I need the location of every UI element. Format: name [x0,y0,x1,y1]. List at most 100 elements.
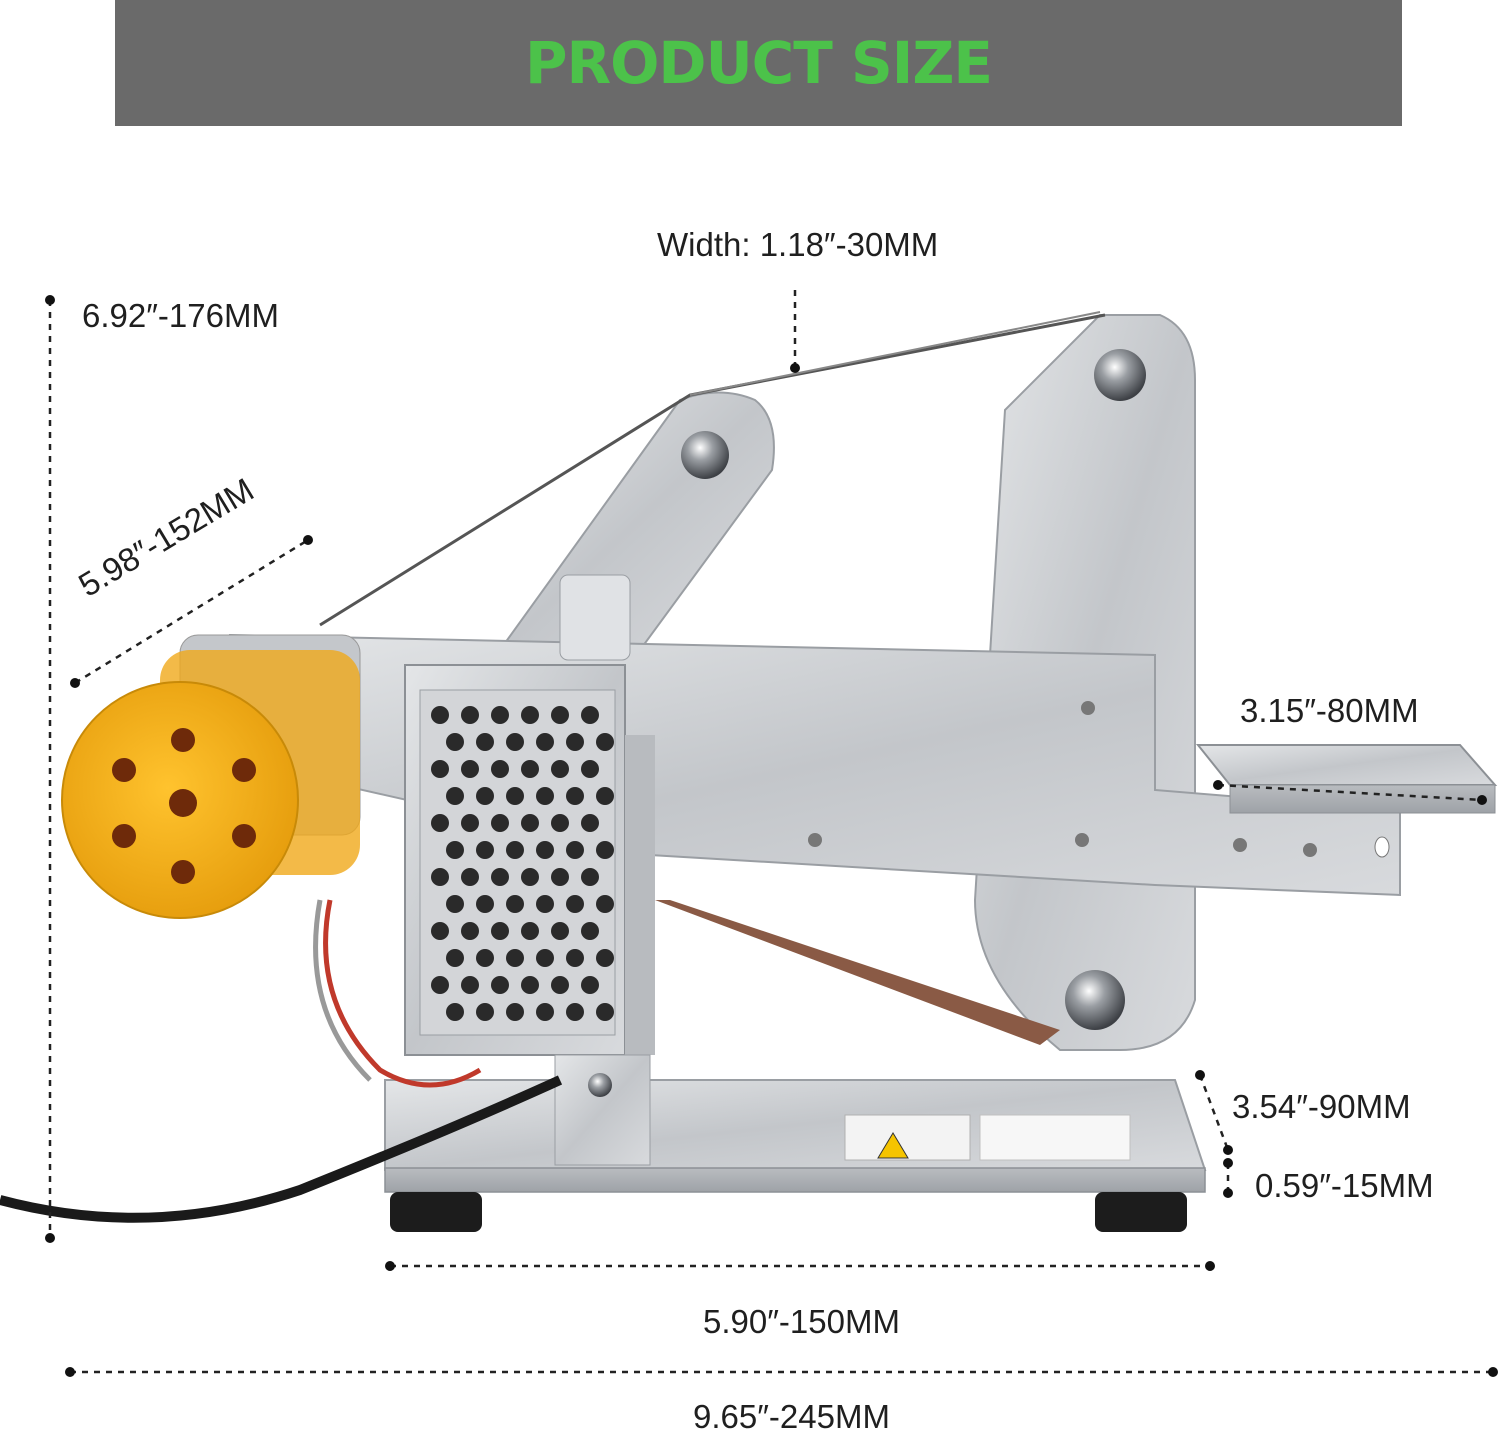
grille-hole [446,841,464,859]
grille-hole [431,976,449,994]
grille-hole [506,733,524,751]
label-base-depth: 3.54″-90MM [1232,1088,1411,1125]
grille-hole [476,895,494,913]
label-belt-width: Width: 1.18″-30MM [657,226,939,263]
label-rest-width: 3.15″-80MM [1240,692,1419,729]
label-total-length: 9.65″-245MM [693,1398,890,1435]
grille-hole [461,814,479,832]
grille-hole [521,706,539,724]
speed-knob [559,574,631,661]
grille-hole [476,787,494,805]
sanding-belt [319,311,1106,1045]
grille-hole [581,814,599,832]
grille-hole [491,922,509,940]
grille-hole [566,949,584,967]
grille-hole [506,787,524,805]
grille-hole [551,976,569,994]
grille-hole [596,895,614,913]
grille-hole [566,1003,584,1021]
grille-hole [431,922,449,940]
grille-hole [461,868,479,886]
arm-pulley-bolt [681,431,729,479]
grille-hole [521,814,539,832]
grille-hole [551,706,569,724]
dim-line-motor [74,538,309,685]
grille-hole [491,868,509,886]
speed-controller [404,574,655,1056]
grille-hole [461,922,479,940]
grille-hole [596,949,614,967]
grille-hole [551,868,569,886]
grille-hole [446,895,464,913]
grille-hole [536,841,554,859]
grille-hole [461,706,479,724]
grille-hole [581,760,599,778]
grille-hole [506,895,524,913]
banner-title: PRODUCT SIZE [524,29,993,97]
grille-hole [521,922,539,940]
label-height: 6.92″-176MM [82,297,279,334]
grille-hole [596,1003,614,1021]
work-rest [1195,744,1498,814]
grille-hole [596,841,614,859]
grille-hole [491,760,509,778]
grille-hole [491,706,509,724]
mount-bracket [554,1054,651,1166]
grille-hole [506,949,524,967]
grille-hole [551,760,569,778]
grille-hole [521,976,539,994]
diagonal-arm [498,391,775,651]
grille-hole [446,733,464,751]
grille-hole [506,1003,524,1021]
grille-hole [446,1003,464,1021]
grille-hole [581,922,599,940]
grille-hole [536,1003,554,1021]
label-base-length: 5.90″-150MM [703,1303,900,1340]
grille-hole [461,760,479,778]
grille-hole [566,895,584,913]
grille-hole [581,706,599,724]
grille-hole [491,976,509,994]
grille-hole [476,949,494,967]
grille-hole [536,787,554,805]
grille-hole [551,814,569,832]
grille-hole [491,814,509,832]
pulley-bolt-bottom [1065,970,1125,1030]
grille-hole [431,706,449,724]
grille-hole [431,814,449,832]
grille-hole [476,841,494,859]
grille-hole [581,976,599,994]
grille-hole [566,841,584,859]
grille-hole [596,733,614,751]
dim-line-rest [1217,783,1483,802]
grille-hole [581,868,599,886]
grille-hole [536,949,554,967]
grille-hole [446,949,464,967]
grille-hole [476,1003,494,1021]
grille-hole [476,733,494,751]
grille-hole [461,976,479,994]
power-cable [0,1075,563,1223]
grille-hole [536,895,554,913]
grille-hole [446,787,464,805]
rubber-foot-right [1095,1192,1187,1232]
grille-hole [566,787,584,805]
dimension-lines [45,290,1498,1377]
warning-label [844,1114,971,1161]
grille-hole [596,787,614,805]
grille-hole [506,841,524,859]
dim-line-base-depth [1198,1074,1230,1151]
pulley-bolt-top [1094,349,1146,401]
title-banner: PRODUCT SIZE [115,0,1402,126]
grille-hole [431,868,449,886]
grille-hole [521,868,539,886]
label-base-thickness: 0.59″-15MM [1255,1167,1434,1204]
grille-hole [566,733,584,751]
grille-hole [536,733,554,751]
grille-hole [551,922,569,940]
grille-hole [521,760,539,778]
grille-hole [431,760,449,778]
motor [61,634,361,919]
rubber-foot-left [390,1192,482,1232]
